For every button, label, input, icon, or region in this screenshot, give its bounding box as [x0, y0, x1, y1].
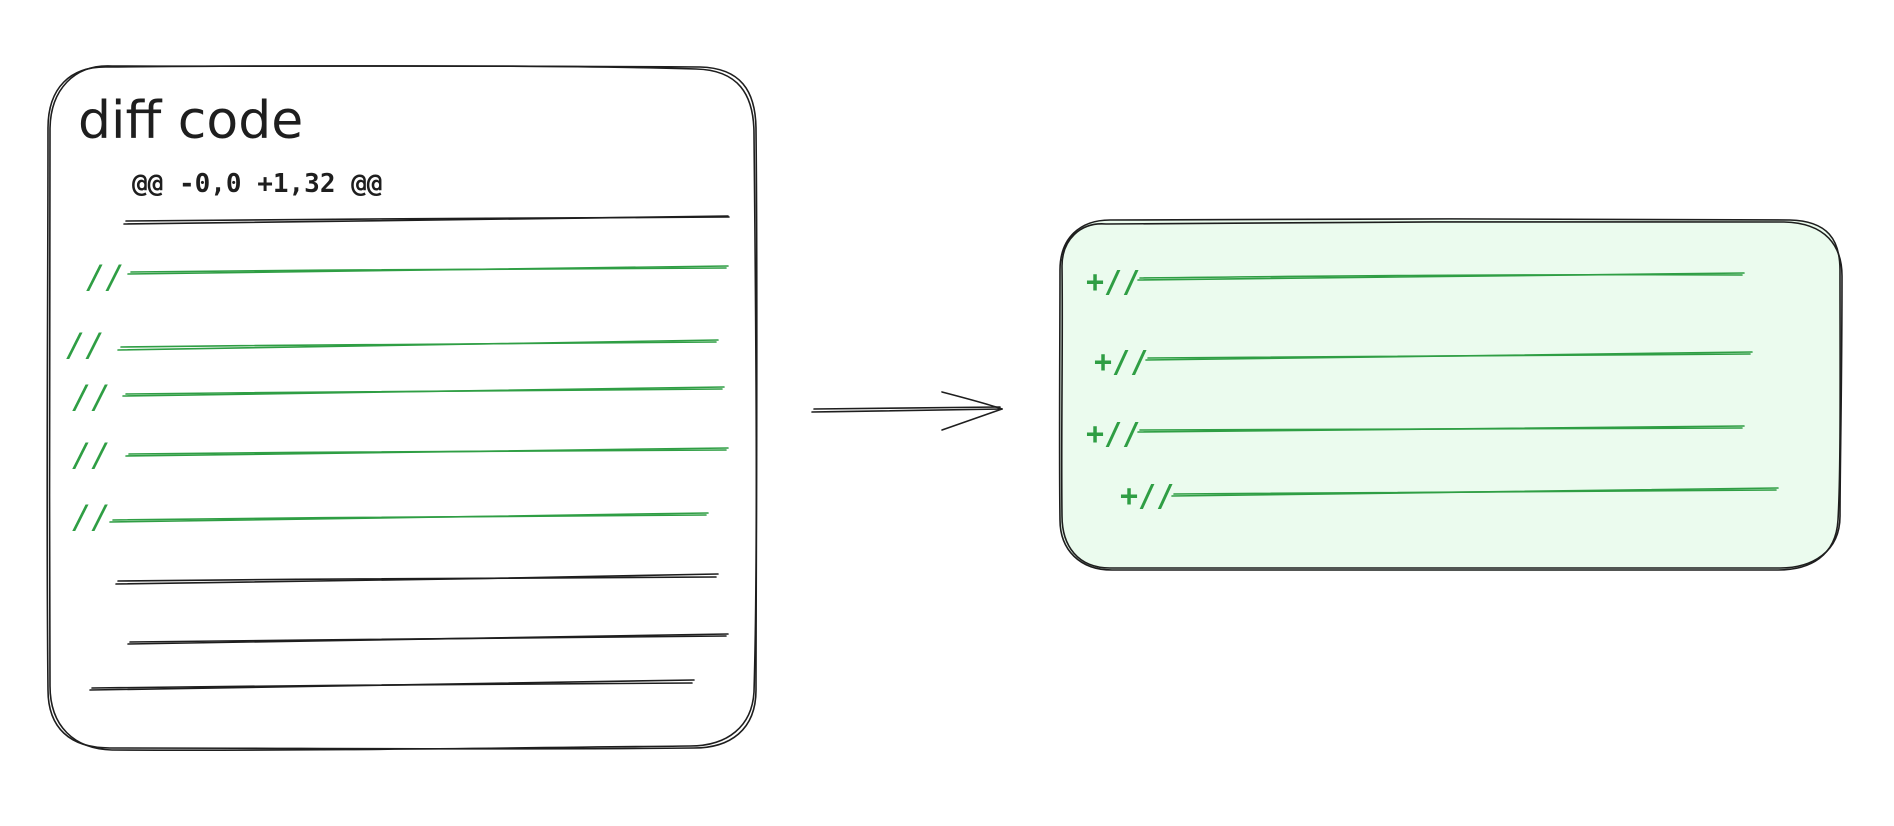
added-marker: +// [1094, 345, 1148, 380]
diff-card-border-pass2 [48, 65, 758, 751]
comment-marker: // [66, 326, 105, 364]
result-card-fill [1059, 218, 1841, 572]
code-line [117, 339, 719, 351]
diff-card-title: diff code [78, 91, 303, 151]
hunk-separator-pass2 [125, 216, 730, 222]
comment-line-4: // [72, 436, 729, 474]
result-card-border-pass2 [1060, 220, 1843, 570]
added-marker: +// [1086, 265, 1140, 300]
comment-marker: // [72, 436, 111, 474]
added-line-1: +// [1086, 265, 1745, 300]
hunk-header: @@ -0,0 +1,32 @@ [132, 169, 382, 199]
comment-marker: // [86, 258, 125, 296]
diff-card: diff code @@ -0,0 +1,32 @@ // // // // /… [46, 65, 758, 751]
comment-marker: // [72, 378, 111, 416]
comment-line-3: // [72, 378, 725, 416]
comment-marker: // [72, 498, 111, 536]
comment-line-5: // [72, 498, 709, 536]
right-arrow-icon [811, 391, 1003, 431]
code-line-plain-1 [115, 573, 719, 585]
diff-card-border [46, 65, 758, 750]
added-marker: +// [1086, 417, 1140, 452]
result-card: +// +// +// +// [1058, 218, 1843, 572]
result-card-border [1058, 218, 1841, 572]
comment-line-2: // [66, 326, 719, 364]
comment-line-1: // [86, 258, 729, 296]
added-marker: +// [1120, 479, 1174, 514]
